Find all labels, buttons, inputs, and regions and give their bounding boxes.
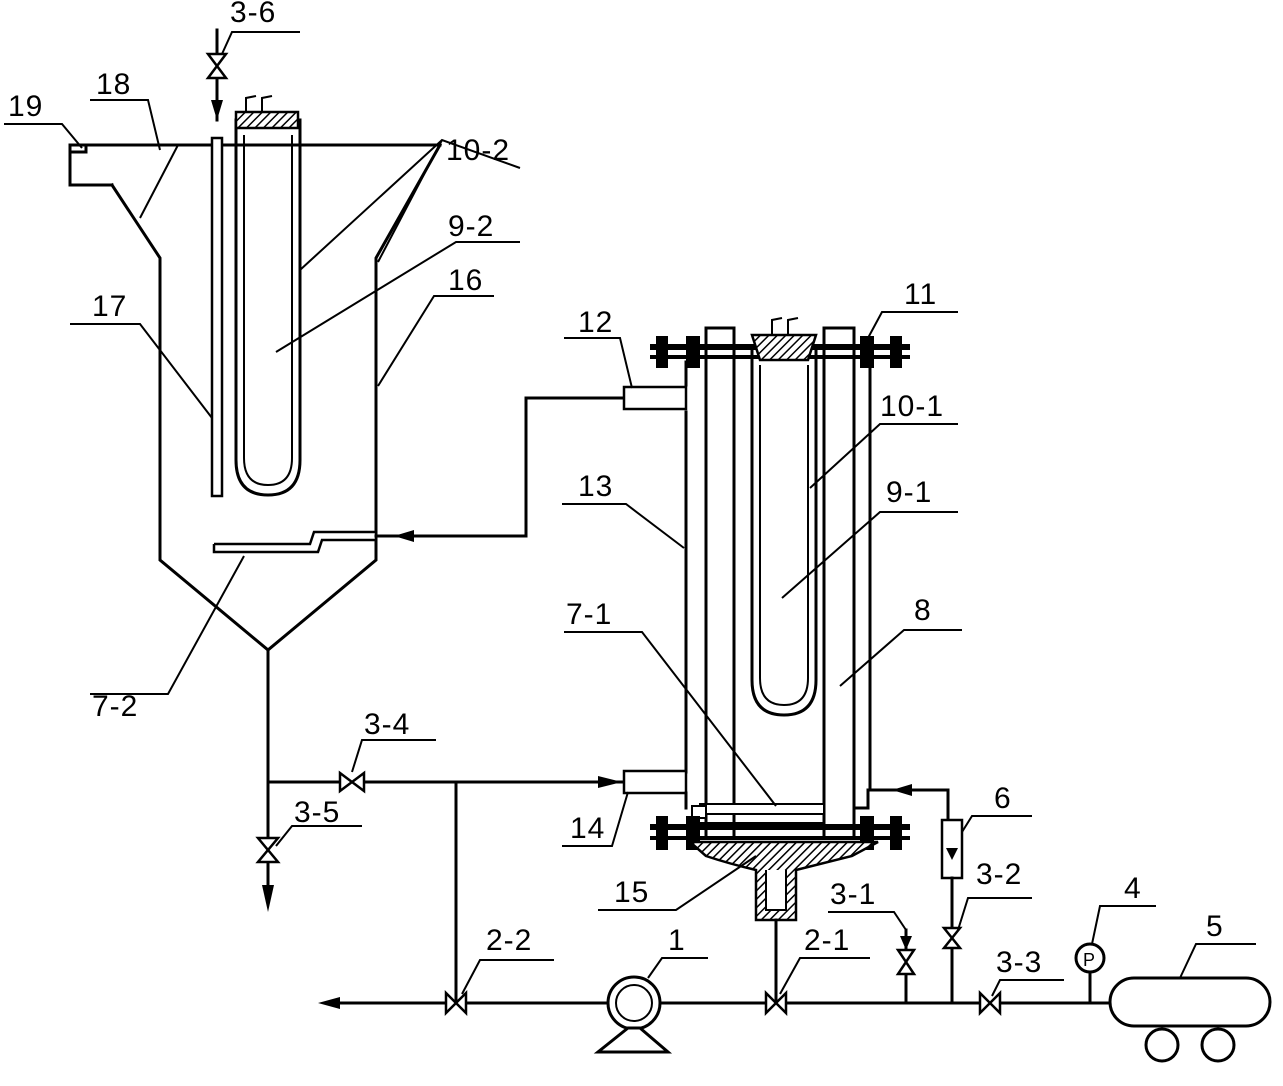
- label-3-5: 3-5: [294, 796, 340, 829]
- label-12: 12: [578, 306, 613, 339]
- label-16: 16: [448, 264, 483, 297]
- label-7-1: 7-1: [566, 598, 612, 631]
- label-8: 8: [914, 594, 932, 627]
- label-14: 14: [570, 812, 605, 845]
- label-7-2: 7-2: [92, 690, 138, 723]
- label-3-6: 3-6: [230, 0, 276, 29]
- label-11: 11: [904, 278, 937, 311]
- label-6: 6: [994, 782, 1012, 815]
- label-17: 17: [92, 290, 127, 323]
- leader-lines: [4, 31, 1256, 997]
- label-19: 19: [8, 90, 43, 123]
- label-9-1: 9-1: [886, 476, 932, 509]
- label-5: 5: [1206, 910, 1224, 943]
- label-3-4: 3-4: [364, 708, 410, 741]
- label-10-1: 10-1: [880, 390, 944, 423]
- valve-3-6: [205, 52, 229, 80]
- label-3-1: 3-1: [830, 878, 876, 911]
- label-18: 18: [96, 68, 131, 101]
- valve-3-1: [895, 928, 917, 1005]
- label-1: 1: [668, 924, 686, 957]
- label-3-2: 3-2: [976, 858, 1022, 891]
- labels: 3-6 19 18 10-2 9-2 16 17 7-2 3-4 3-5 12 …: [8, 0, 1224, 979]
- label-10-2: 10-2: [446, 134, 510, 167]
- label-4: 4: [1124, 872, 1142, 905]
- probe-tube: [210, 28, 224, 498]
- label-2-1: 2-1: [804, 924, 850, 957]
- label-13: 13: [578, 470, 613, 503]
- label-3-3: 3-3: [996, 946, 1042, 979]
- label-9-2: 9-2: [448, 210, 494, 243]
- left-bottom-piping: [255, 770, 626, 1005]
- label-15: 15: [614, 876, 649, 909]
- reactor: [622, 317, 950, 1005]
- gauge-symbol: P: [1083, 950, 1096, 970]
- label-2-2: 2-2: [486, 924, 532, 957]
- aerator-left: [212, 396, 628, 554]
- settling-tank: [68, 142, 443, 912]
- main-pipe: P: [318, 942, 1272, 1063]
- lamp-sleeve-left: [234, 95, 302, 497]
- pressure-gauge-icon: [1074, 942, 1106, 974]
- flowmeter: [940, 818, 964, 1005]
